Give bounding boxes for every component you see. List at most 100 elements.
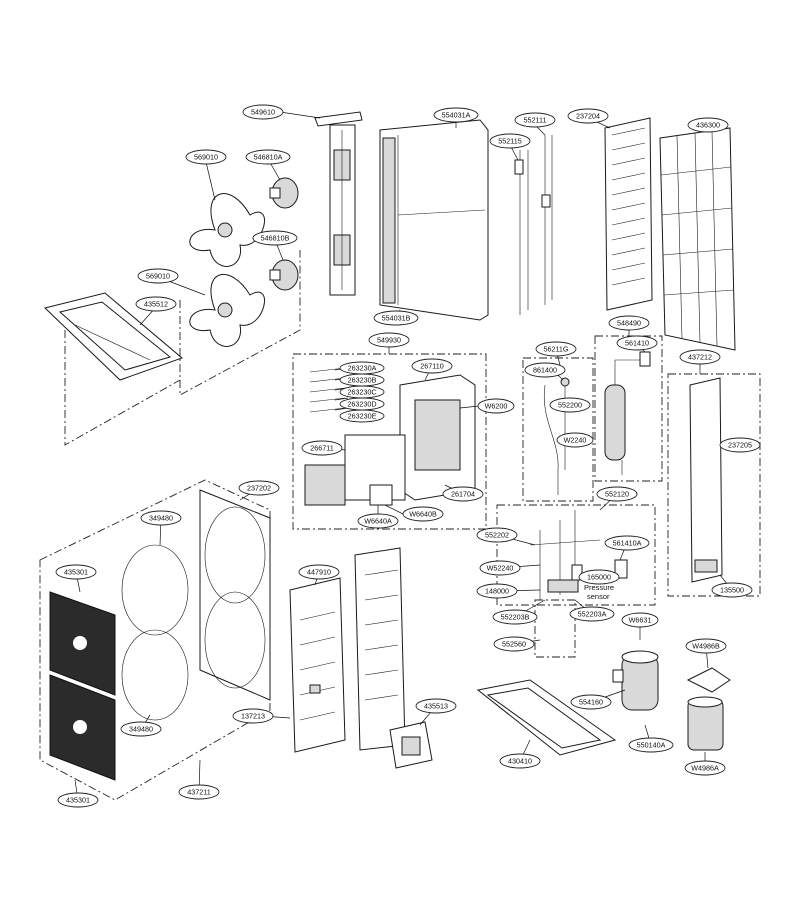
callout-437211: 437211 [178, 784, 220, 800]
callout-W6640A: W6640A [357, 513, 399, 529]
callout-546810A: 546810A [245, 149, 291, 165]
callout-135500: 135500 [711, 582, 753, 598]
svg-text:56211G: 56211G [543, 345, 568, 354]
side-panel-part [689, 377, 723, 583]
callout-546810B: 546810B [252, 230, 298, 246]
callout-552560: 552560 [493, 636, 535, 652]
callout-548490: 548490 [608, 315, 650, 331]
callout-W4986A: W4986A [684, 760, 726, 776]
fan-motor-lower-part [269, 259, 299, 291]
callout-447910: 447910 [298, 564, 340, 580]
callout-561410A: 561410A [604, 535, 650, 551]
callout-165000: 165000 [578, 569, 620, 585]
callout-437212: 437212 [679, 349, 721, 365]
wire-guard-part [659, 127, 736, 351]
fan-motor-upper-part [269, 177, 299, 209]
svg-text:437211: 437211 [187, 788, 210, 797]
fan-blade-lower-part [189, 274, 265, 347]
svg-text:550140A: 550140A [637, 741, 666, 750]
pressure-note-line2: sensor [587, 592, 610, 601]
callout-552111: 552111 [514, 112, 556, 128]
accumulator-part [543, 377, 570, 495]
svg-text:W6200: W6200 [485, 402, 508, 411]
top-plate-part [44, 292, 183, 381]
callout-56211G: 56211G [535, 341, 577, 357]
svg-text:237202: 237202 [247, 484, 271, 493]
svg-text:263230E: 263230E [348, 412, 377, 421]
svg-text:435301: 435301 [66, 796, 90, 805]
svg-text:263230D: 263230D [347, 400, 376, 409]
svg-text:349480: 349480 [149, 514, 173, 523]
callout-552203B: 552203B [492, 609, 538, 625]
svg-text:561410: 561410 [625, 339, 649, 348]
callout-435301-a: 435301 [55, 564, 97, 580]
svg-text:552115: 552115 [498, 137, 521, 146]
callout-561410-a: 561410 [616, 335, 658, 351]
callout-554031B: 554031B [373, 310, 419, 326]
callout-436300: 436300 [687, 117, 729, 133]
svg-text:436300: 436300 [696, 121, 720, 130]
svg-text:137213: 137213 [241, 712, 265, 721]
callout-263230A: 263230A [339, 361, 385, 375]
svg-text:552202: 552202 [485, 531, 509, 540]
svg-text:261704: 261704 [451, 490, 475, 499]
svg-text:549610: 549610 [251, 108, 275, 117]
compressor-jacket-part [686, 667, 731, 751]
callout-549930: 549930 [368, 332, 410, 348]
valve-sub-outline [534, 599, 576, 658]
svg-text:552560: 552560 [502, 640, 526, 649]
callout-552200: 552200 [549, 397, 591, 413]
svg-text:546810A: 546810A [254, 153, 283, 162]
front-frame-part [199, 489, 271, 701]
svg-text:552111: 552111 [524, 116, 547, 125]
svg-text:554031B: 554031B [382, 314, 411, 323]
callout-552120: 552120 [596, 486, 638, 502]
callout-554160: 554160 [570, 694, 612, 710]
callout-435512: 435512 [135, 296, 177, 312]
callout-552203A: 552203A [569, 606, 615, 622]
svg-text:W6631: W6631 [629, 616, 652, 625]
callout-237204: 237204 [567, 108, 609, 124]
svg-text:554031A: 554031A [442, 111, 471, 120]
svg-text:237205: 237205 [728, 441, 752, 450]
valve-outline [496, 504, 656, 606]
callout-349480-b: 349480 [120, 721, 162, 737]
callout-552115: 552115 [489, 133, 531, 149]
callout-148000: 148000 [476, 583, 518, 599]
service-panel-part [354, 547, 406, 751]
callout-W52240: W52240 [479, 560, 521, 576]
control-box-outline [292, 353, 487, 530]
receiver-part [604, 351, 651, 475]
svg-text:165000: 165000 [587, 573, 611, 582]
callout-263230B: 263230B [339, 373, 385, 387]
callout-237205: 237205 [719, 437, 761, 453]
callout-349480-a: 349480 [140, 510, 182, 526]
control-box-part [304, 367, 476, 506]
group-outlines [39, 250, 761, 801]
svg-text:552203A: 552203A [578, 610, 607, 619]
svg-text:552200: 552200 [558, 401, 582, 410]
top-plate-outline [64, 330, 181, 446]
callout-549610: 549610 [242, 104, 284, 120]
callout-861400: 861400 [524, 362, 566, 378]
callout-W6640B: W6640B [402, 506, 444, 522]
svg-text:552120: 552120 [605, 490, 629, 499]
svg-text:W6640B: W6640B [409, 510, 437, 519]
svg-text:552203B: 552203B [501, 613, 530, 622]
svg-text:546810B: 546810B [261, 234, 290, 243]
svg-text:447910: 447910 [307, 568, 331, 577]
svg-text:554160: 554160 [579, 698, 603, 707]
callout-552202: 552202 [476, 527, 518, 543]
frame-bracket-part [314, 111, 363, 296]
svg-text:569010: 569010 [146, 272, 170, 281]
condenser-coil-part [379, 119, 489, 321]
side-panel-outline [667, 373, 761, 597]
svg-text:437212: 437212 [688, 353, 712, 362]
svg-text:148000: 148000 [485, 587, 509, 596]
svg-text:237204: 237204 [576, 112, 600, 121]
fan-blade-upper-part [189, 193, 265, 267]
part-callouts: 549610 554031A 552111 237204 436300 5690… [55, 104, 761, 808]
side-grille-part [604, 117, 653, 311]
callout-W4986B: W4986B [685, 638, 727, 654]
